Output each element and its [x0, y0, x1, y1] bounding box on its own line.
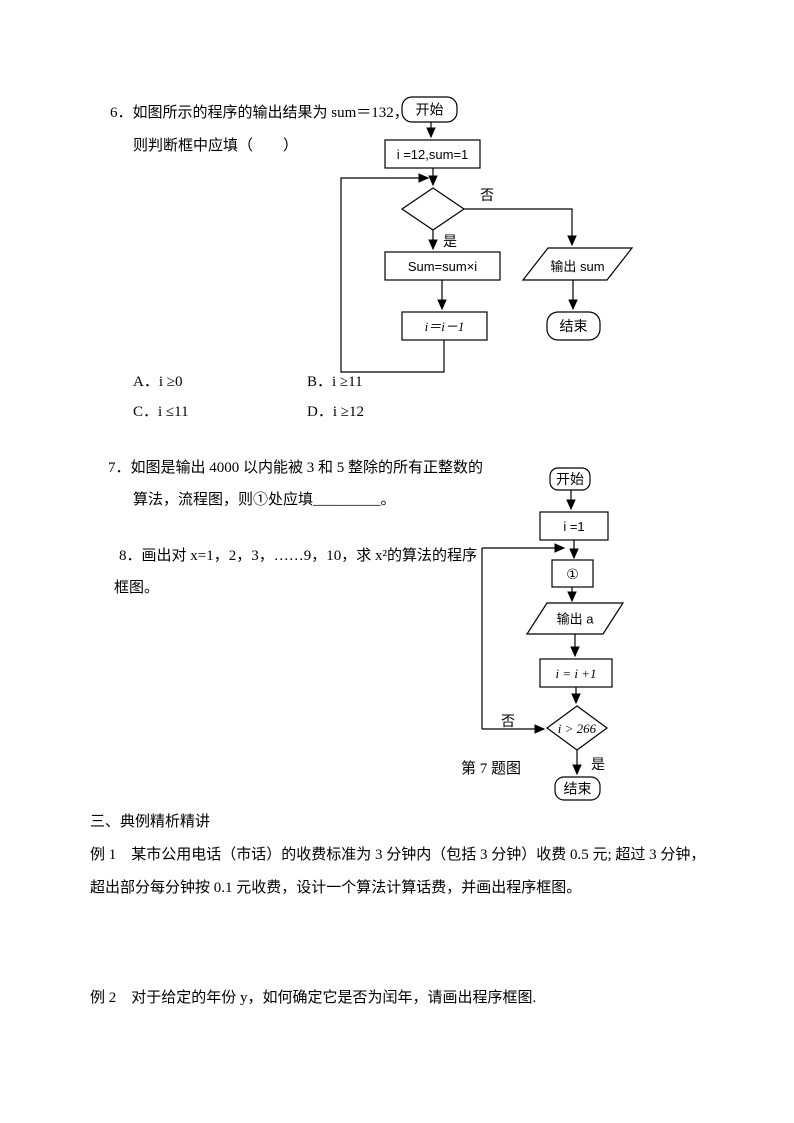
fc1-body-label: Sum=sum×i	[408, 259, 477, 274]
fc1-end-node	[546, 311, 601, 341]
fc1-end-label: 结束	[560, 318, 588, 334]
fc1-start-label: 开始	[416, 102, 444, 118]
fc1-yes-label: 是	[443, 233, 457, 249]
fc1-no-label: 否	[480, 187, 494, 203]
fc1-loop-wire	[340, 173, 445, 373]
example1-line1: 例 1 某市公用电话（市话）的收费标准为 3 分钟内（包括 3 分钟）收费 0.…	[90, 847, 706, 863]
section3-heading: 三、典例精析精讲	[90, 814, 211, 830]
question6-option-c: C．i ≤11	[133, 404, 189, 420]
fc2-init-label: i =1	[563, 519, 584, 534]
question6-line2: 则判断框中应填（ ）	[133, 138, 299, 154]
fc1-decrement-node	[401, 311, 488, 341]
question6-option-b: B．i ≥11	[307, 374, 363, 390]
fc1-output-node	[521, 247, 634, 281]
fc2-start-label: 开始	[556, 471, 584, 487]
fc2-step-label: ①	[566, 566, 579, 582]
fc2-condition-label: i > 266	[558, 721, 597, 736]
flowchart2-caption: 第 7 题图	[461, 761, 522, 777]
question7-line2: 算法，流程图，则①处应填_________。	[133, 492, 396, 508]
example1-line2: 超出部分每分钟按 0.1 元收费，设计一个算法计算话费，并画出程序框图。	[90, 880, 582, 896]
question6-option-d: D．i ≥12	[307, 404, 364, 420]
fc2-end-node	[554, 776, 601, 801]
question6-option-a: A．i ≥0	[133, 374, 183, 390]
question6-line1: 6．如图所示的程序的输出结果为 sum＝132，	[110, 105, 409, 121]
example2-line1: 例 2 对于给定的年份 y，如何确定它是否为闰年，请画出程序框图.	[90, 990, 537, 1006]
question8-line2: 框图。	[114, 580, 160, 596]
fc1-decision-diamond	[400, 187, 466, 231]
fc2-output-label: 输出 a	[557, 612, 595, 627]
fc2-no-label: 否	[501, 713, 515, 729]
fc2-start-node	[549, 467, 591, 491]
flowchart-question6: 开始 i =12,sum=1 否 是 Sum=sum×i i＝i－1 输出 su…	[340, 96, 634, 373]
fc2-end-label: 结束	[564, 781, 592, 797]
fc1-decrement-label: i＝i－1	[425, 319, 465, 334]
flowchart-question7: 开始 i =1 ① 输出 a i = i +1 i > 266 否 是 结束	[481, 467, 625, 801]
fc1-output-label: 输出 sum	[550, 259, 604, 274]
question7-line1: 7．如图是输出 4000 以内能被 3 和 5 整除的所有正整数的	[108, 460, 484, 476]
fc1-init-label: i =12,sum=1	[397, 147, 469, 162]
fc1-start-node	[401, 96, 458, 123]
fc2-yes-label: 是	[591, 756, 605, 772]
fc1-no-branch-wire	[464, 208, 577, 247]
question8-line1: 8．画出对 x=1，2，3，……9，10，求 x²的算法的程序	[119, 548, 477, 564]
fc2-increment-label: i = i +1	[555, 666, 596, 681]
fc2-output-node	[525, 602, 625, 635]
